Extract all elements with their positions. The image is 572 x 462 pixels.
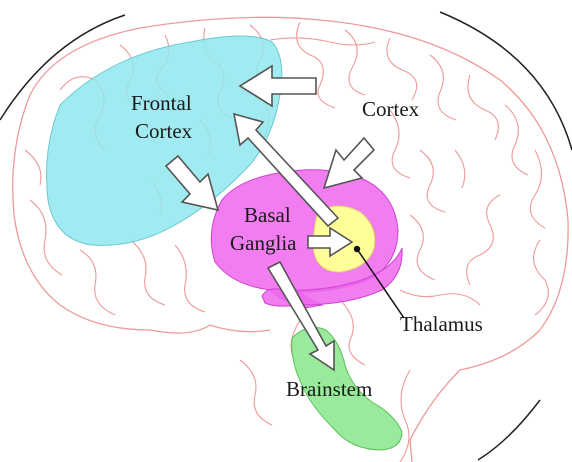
label-thalamus: Thalamus bbox=[400, 312, 483, 336]
thalamus-pointer-dot bbox=[354, 246, 360, 252]
label-cortex: Cortex bbox=[362, 97, 420, 121]
label-frontal-cortex-line2: Cortex bbox=[135, 119, 193, 143]
label-brainstem: Brainstem bbox=[286, 377, 372, 401]
label-basal-ganglia-line2: Ganglia bbox=[230, 231, 297, 255]
label-frontal-cortex-line1: Frontal bbox=[131, 91, 192, 115]
skull-outline-bottom-right bbox=[478, 400, 540, 460]
label-basal-ganglia-line1: Basal bbox=[244, 203, 291, 227]
skull-outline-right bbox=[440, 12, 572, 150]
